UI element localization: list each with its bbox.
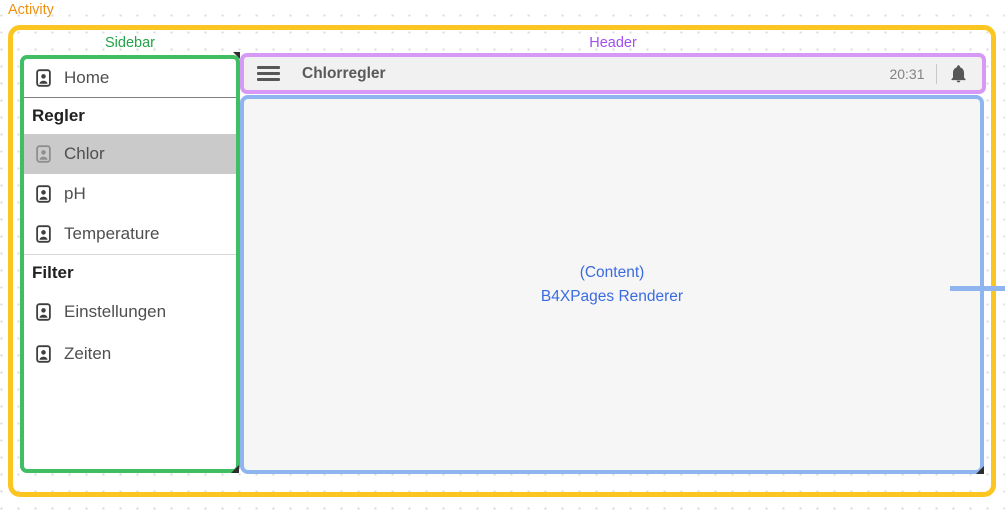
sidebar-item-label: Einstellungen: [64, 302, 167, 321]
sidebar-section-label: Filter: [32, 263, 74, 282]
content-placeholder-line1: (Content): [579, 263, 645, 281]
sidebar-item-label: Temperature: [64, 224, 160, 243]
sidebar-item-home[interactable]: Home: [24, 59, 236, 97]
contact-icon: [36, 185, 51, 203]
sidebar-item-label: pH: [64, 184, 86, 203]
header-separator: [935, 63, 937, 84]
clock-text: 20:31: [889, 65, 925, 82]
sidebar-divider: [24, 254, 236, 255]
contact-icon: [36, 145, 51, 163]
content-area: (Content) B4XPages Renderer: [240, 95, 984, 474]
sidebar-item-chlor[interactable]: Chlor: [24, 134, 236, 174]
sidebar-item-ph[interactable]: pH: [24, 174, 236, 214]
contact-icon: [36, 345, 51, 363]
sidebar-menu: Home Regler Chlor pH Temperature F: [20, 55, 240, 473]
sidebar-item-temperature[interactable]: Temperature: [24, 214, 236, 254]
hamburger-menu-icon[interactable]: [257, 66, 280, 81]
resize-handle-sidebar-top[interactable]: [233, 52, 240, 59]
contact-icon: [36, 69, 51, 87]
sidebar-section-label: Regler: [32, 106, 85, 125]
sidebar-divider: [24, 97, 236, 98]
resize-handle-sidebar[interactable]: [231, 465, 239, 473]
sidebar-item-label: Home: [64, 68, 110, 87]
header-region-label: Header: [589, 35, 637, 51]
sidebar-item-label: Zeiten: [64, 344, 112, 363]
page-title: Chlorregler: [302, 64, 386, 82]
content-placeholder-line2: B4XPages Renderer: [540, 287, 684, 305]
activity-region-label: Activity: [8, 2, 54, 18]
sidebar-section-filter: Filter: [24, 255, 236, 291]
contact-icon: [36, 303, 51, 321]
bell-icon[interactable]: [948, 62, 969, 85]
anchor-line[interactable]: [950, 286, 1005, 291]
app-header-bar: Chlorregler 20:31: [240, 53, 986, 94]
sidebar-section-regler: Regler: [24, 98, 236, 134]
sidebar-region-label: Sidebar: [105, 35, 155, 51]
sidebar-item-einstellungen[interactable]: Einstellungen: [24, 291, 236, 333]
sidebar-item-label: Chlor: [64, 144, 105, 163]
contact-icon: [36, 225, 51, 243]
resize-handle-content[interactable]: [976, 466, 984, 474]
sidebar-item-zeiten[interactable]: Zeiten: [24, 333, 236, 375]
activity-region-outline: [8, 25, 996, 497]
